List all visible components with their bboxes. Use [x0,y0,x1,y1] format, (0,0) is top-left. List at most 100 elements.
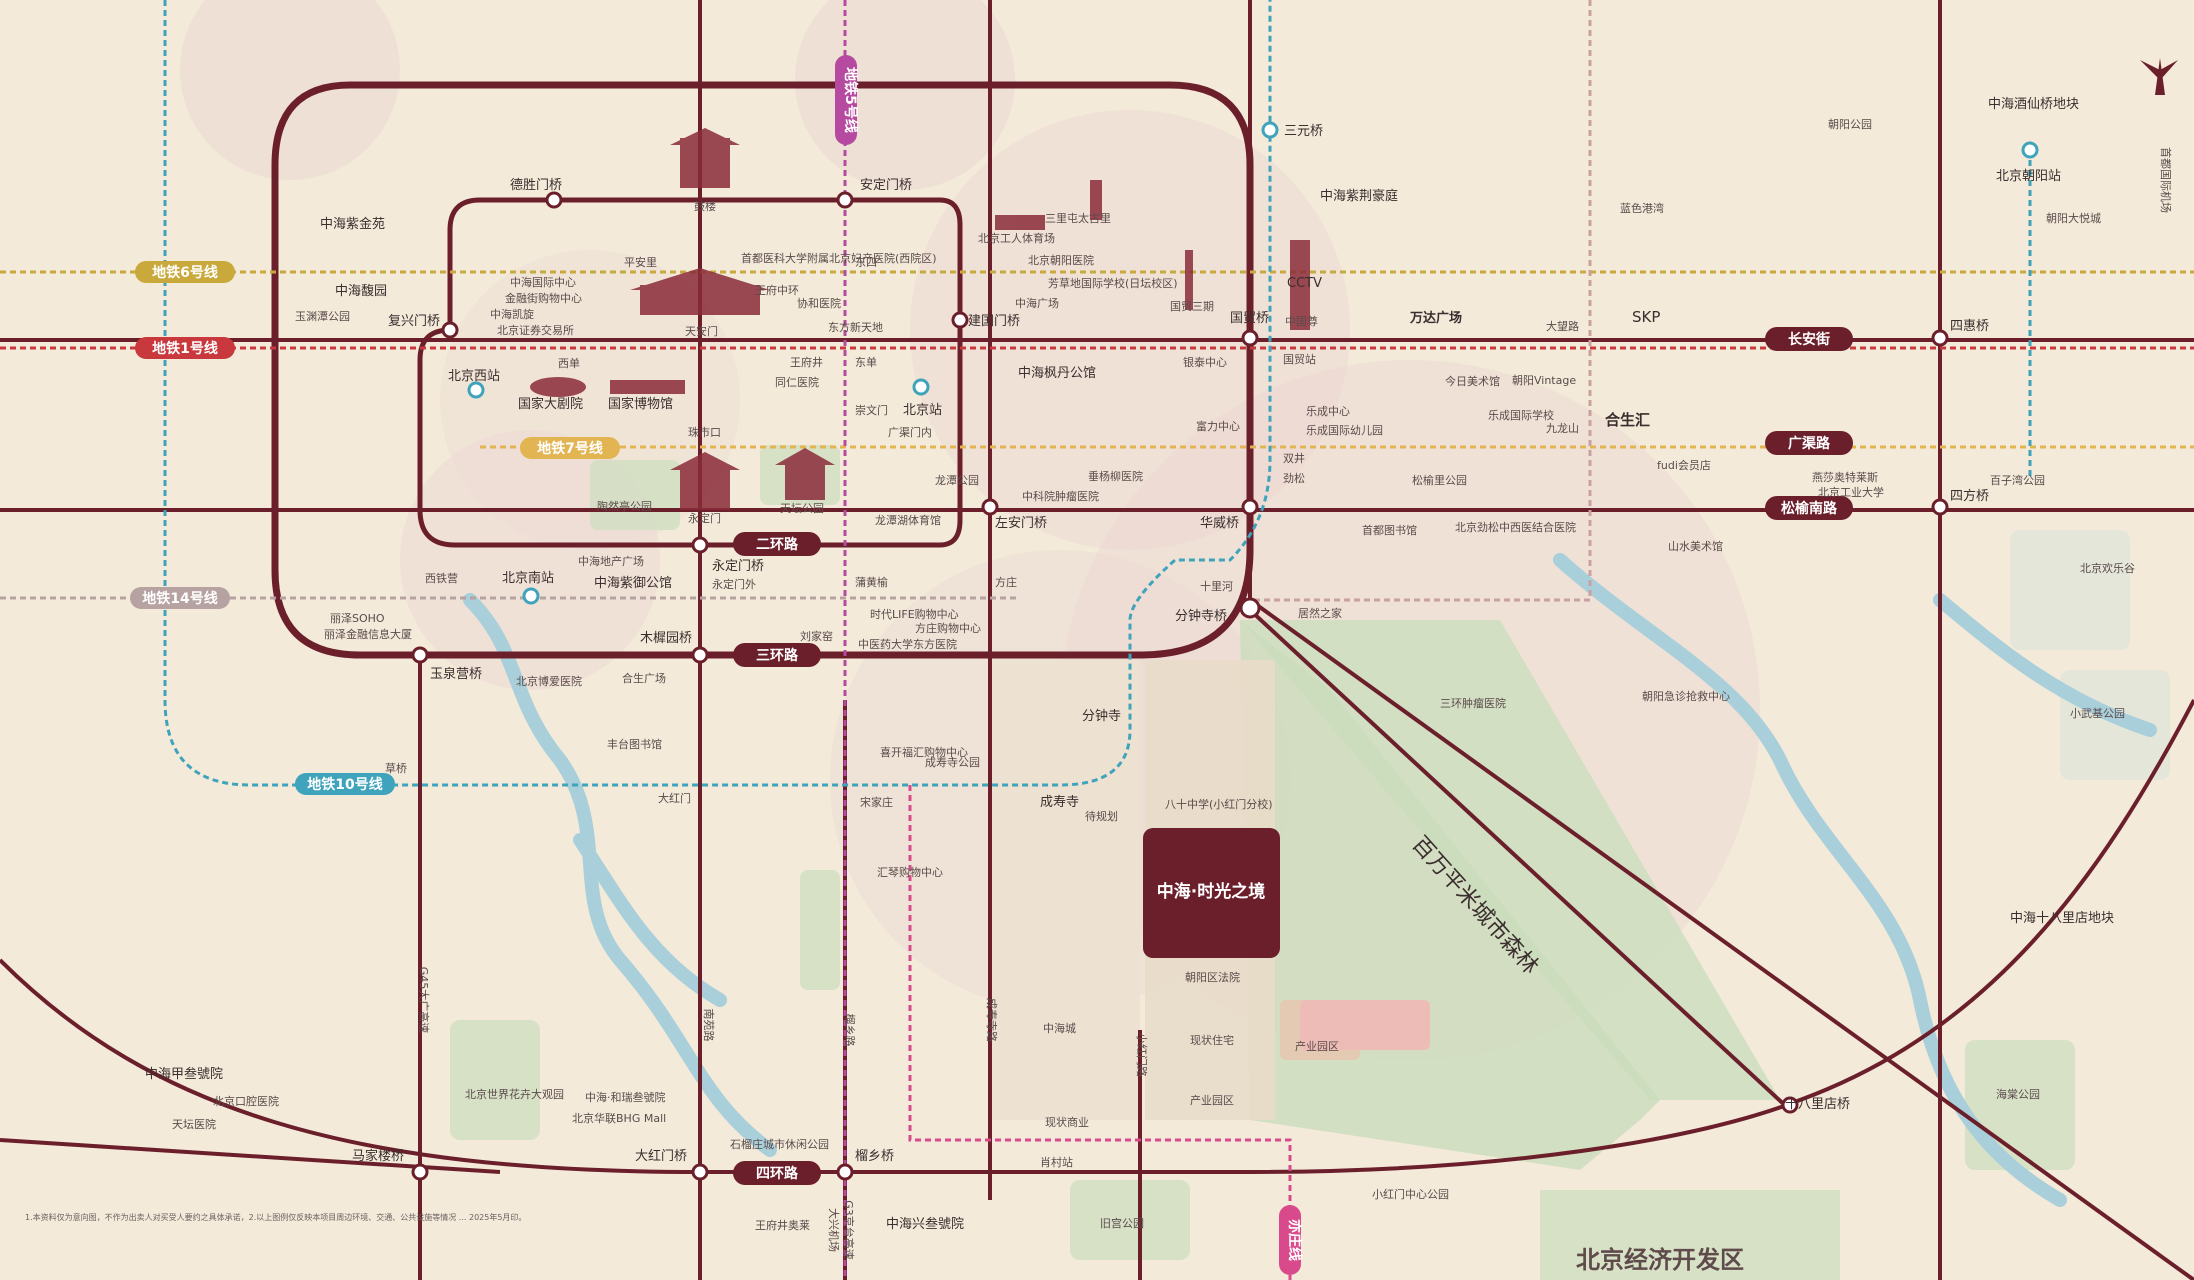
svg-text:成寿寺: 成寿寺 [1040,795,1079,810]
svg-text:时代LIFE购物中心: 时代LIFE购物中心 [870,607,959,621]
svg-text:珠市口: 珠市口 [688,425,721,439]
svg-text:松榆南路: 松榆南路 [1781,500,1838,517]
svg-text:首都医科大学附属北京妇产医院(西院区): 首都医科大学附属北京妇产医院(西院区) [741,251,937,265]
svg-text:西铁营: 西铁营 [425,571,458,585]
svg-text:北京工业大学: 北京工业大学 [1818,485,1884,499]
station-labels: 北京西站 北京南站 北京站 北京朝阳站 西单 平安里 东四 王府井 东单 珠市口… [385,169,2061,1169]
district-label: 北京经济开发区 [1576,1246,1744,1274]
bridge-labels: 德胜门桥 安定门桥 复兴门桥 建国门桥 国贸桥 四惠桥 四方桥 左安门桥 华威桥… [352,124,1989,1164]
svg-text:旧宫公园: 旧宫公园 [1100,1216,1144,1230]
road-pill-ring3: 三环路 [733,643,821,667]
svg-text:东方新天地: 东方新天地 [828,320,883,334]
svg-text:现状住宅: 现状住宅 [1190,1033,1234,1047]
svg-text:北京西站: 北京西站 [448,369,500,384]
svg-text:乐成中心: 乐成中心 [1306,405,1350,418]
svg-text:万达广场: 万达广场 [1409,310,1462,326]
metro-pill-line10: 地铁10号线 [295,773,395,795]
svg-text:小武基公园: 小武基公园 [2070,707,2125,720]
svg-text:中海国际中心: 中海国际中心 [510,275,576,289]
project-title: 中海·时光之境 [1157,881,1265,902]
svg-text:北京博爱医院: 北京博爱医院 [516,674,582,688]
svg-text:地铁7号线: 地铁7号线 [537,440,603,457]
svg-text:丽泽金融信息大厦: 丽泽金融信息大厦 [324,627,412,641]
svg-text:四环路: 四环路 [756,1165,799,1182]
project-marker[interactable]: 中海·时光之境 [1143,828,1280,958]
svg-text:陶然亭公园: 陶然亭公园 [597,499,652,513]
svg-text:永定门外: 永定门外 [712,577,756,591]
svg-text:合生汇: 合生汇 [1604,411,1650,429]
metro-pill-line5: 地铁5号线 [835,55,859,145]
road-pill-ring4: 四环路 [733,1161,821,1185]
metro-pill-line1: 地铁1号线 [135,337,235,359]
svg-text:居然之家: 居然之家 [1298,606,1342,620]
svg-text:成寿寺公园: 成寿寺公园 [925,755,980,769]
svg-text:G3京台高速: G3京台高速 [842,1200,856,1260]
svg-text:产业园区: 产业园区 [1190,1093,1234,1107]
svg-text:王府中环: 王府中环 [755,283,799,297]
svg-text:三环肿瘤医院: 三环肿瘤医院 [1440,696,1506,710]
svg-text:三里屯太古里: 三里屯太古里 [1045,212,1111,225]
svg-text:玉渊潭公园: 玉渊潭公园 [295,310,350,323]
svg-text:富力中心: 富力中心 [1196,419,1240,433]
svg-text:山水美术馆: 山水美术馆 [1668,539,1723,553]
landmark-labels: 鼓楼 天安门 天坛公园 永定门 国家大剧院 国家博物馆 CCTV 万达广场 SK… [518,199,1660,525]
svg-text:首都图书馆: 首都图书馆 [1362,523,1417,537]
svg-text:同仁医院: 同仁医院 [775,375,819,389]
svg-text:乐成国际学校: 乐成国际学校 [1488,408,1554,422]
svg-text:喜开福汇购物中心: 喜开福汇购物中心 [880,745,968,759]
svg-text:中海紫荆豪庭: 中海紫荆豪庭 [1320,188,1398,204]
station-nodes [411,121,2039,1181]
poi-labels: 朝阳公园 蓝色港湾 朝阳大悦城 今日美术馆 乐成中心 乐成国际幼儿园 乐成国际学… [172,118,2135,1232]
svg-text:榴乡桥: 榴乡桥 [855,1149,894,1164]
svg-text:天安门: 天安门 [685,324,718,338]
svg-text:三元桥: 三元桥 [1284,124,1323,139]
metro-pill-line14: 地铁14号线 [130,587,230,609]
svg-text:复兴门桥: 复兴门桥 [388,314,440,329]
road-pill-songyu: 松榆南路 [1765,496,1853,520]
svg-text:四惠桥: 四惠桥 [1950,319,1989,334]
svg-text:北京华联BHG Mall: 北京华联BHG Mall [572,1111,666,1125]
svg-text:左安门桥: 左安门桥 [995,516,1047,531]
svg-text:北京欢乐谷: 北京欢乐谷 [2080,561,2135,575]
svg-text:地铁6号线: 地铁6号线 [152,264,218,281]
svg-text:fudi会员店: fudi会员店 [1657,458,1711,472]
svg-text:朝阳区法院: 朝阳区法院 [1185,970,1240,984]
plot-labels: 产业园区 产业园区 现状住宅 现状商业 待规划 [1045,809,1339,1129]
svg-text:王府井奥莱: 王府井奥莱 [755,1218,810,1232]
svg-text:大红门: 大红门 [658,791,691,805]
svg-text:王府井: 王府井 [790,355,823,369]
svg-text:海棠公园: 海棠公园 [1996,1087,2040,1101]
svg-text:汇琴购物中心: 汇琴购物中心 [877,865,943,879]
svg-text:国家大剧院: 国家大剧院 [518,396,583,412]
svg-text:大红门桥: 大红门桥 [635,1148,687,1164]
svg-text:马家楼桥: 马家楼桥 [352,1148,404,1164]
svg-text:芳草地国际学校(日坛校区): 芳草地国际学校(日坛校区) [1048,276,1178,290]
svg-text:朝阳大悦城: 朝阳大悦城 [2046,211,2101,225]
svg-text:北京工人体育场: 北京工人体育场 [978,231,1055,245]
svg-text:北京站: 北京站 [903,403,942,418]
svg-text:十里河: 十里河 [1200,579,1233,593]
svg-text:中医药大学东方医院: 中医药大学东方医院 [858,637,957,651]
svg-text:蓝色港湾: 蓝色港湾 [1620,201,1664,215]
svg-text:分钟寺: 分钟寺 [1082,708,1121,724]
svg-text:广渠门内: 广渠门内 [888,425,932,439]
svg-text:八十中学(小红门分校): 八十中学(小红门分校) [1165,797,1273,811]
svg-text:成寿寺路: 成寿寺路 [985,998,999,1042]
svg-text:SKP: SKP [1632,308,1660,326]
svg-text:国贸站: 国贸站 [1283,352,1316,366]
road-pill-ring2: 二环路 [733,532,821,556]
svg-text:龙潭湖体育馆: 龙潭湖体育馆 [875,513,941,527]
svg-text:华威桥: 华威桥 [1200,516,1239,531]
svg-text:亦庄线: 亦庄线 [1286,1219,1303,1261]
svg-text:永定门桥: 永定门桥 [712,559,764,574]
svg-text:金融街购物中心: 金融街购物中心 [505,291,582,305]
svg-text:大望路: 大望路 [1546,319,1579,333]
svg-text:中海紫金苑: 中海紫金苑 [320,216,385,232]
svg-text:协和医院: 协和医院 [797,296,841,310]
svg-text:天坛医院: 天坛医院 [172,1117,216,1131]
svg-text:百子湾公园: 百子湾公园 [1990,473,2045,487]
svg-text:北京朝阳医院: 北京朝阳医院 [1028,253,1094,267]
svg-text:垂杨柳医院: 垂杨柳医院 [1088,469,1143,483]
svg-text:三环路: 三环路 [756,647,799,664]
